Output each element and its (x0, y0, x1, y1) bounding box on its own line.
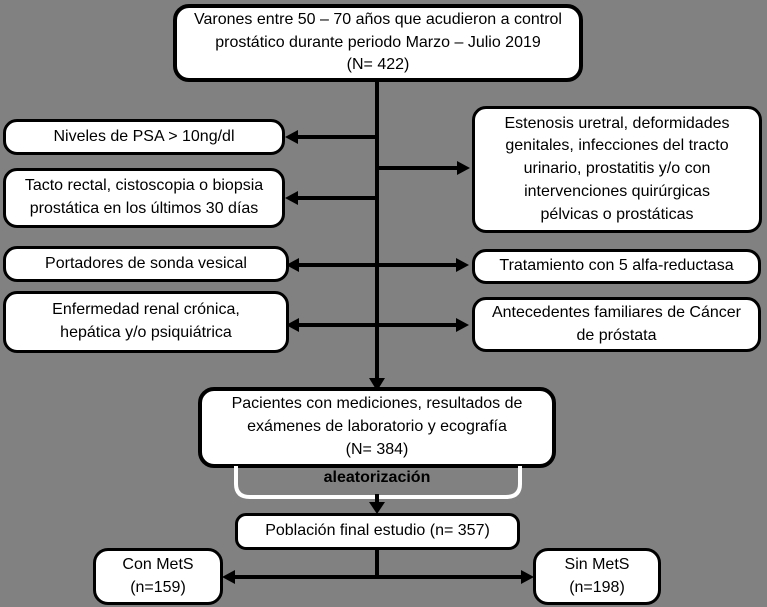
box-exclusion-catheter: Portadores de sonda vesical (3, 246, 289, 282)
randomization-label: aleatorización (323, 469, 431, 486)
arrow-disease-family-history (286, 318, 469, 332)
arrow-top-to-middle (369, 80, 385, 391)
box-eligible-population: Varones entre 50 – 70 años que acudieron… (173, 4, 583, 82)
arrow-randomization-to-final (369, 494, 385, 514)
box-exclusion-psa: Niveles de PSA > 10ng/dl (3, 119, 285, 155)
box-measured-patients: Pacientes con mediciones, resultados de … (198, 387, 556, 468)
arrow-to-rectal-exam (285, 191, 377, 205)
box-without-mets: Sin MetS (n=198) (533, 548, 661, 605)
box-with-mets: Con MetS (n=159) (93, 548, 223, 605)
box-exclusion-alpha-reductase: Tratamiento con 5 alfa-reductasa (472, 249, 761, 284)
box-final-population: Población final estudio (n= 357) (235, 513, 520, 550)
box-exclusion-rectal-exam: Tacto rectal, cistoscopia o biopsia pros… (3, 168, 285, 228)
arrow-to-psa (285, 130, 377, 144)
box-exclusion-family-history: Antecedentes familiares de Cáncer de pró… (472, 297, 761, 352)
box-exclusion-chronic-disease: Enfermedad renal crónica, hepática y/o p… (3, 291, 289, 353)
arrow-final-to-mets (222, 550, 534, 584)
arrow-catheter-alpha-reductase (286, 258, 469, 272)
box-exclusion-urethral-conditions: Estenosis uretral, deformidades genitale… (472, 106, 762, 233)
arrow-to-urethral (377, 161, 470, 175)
